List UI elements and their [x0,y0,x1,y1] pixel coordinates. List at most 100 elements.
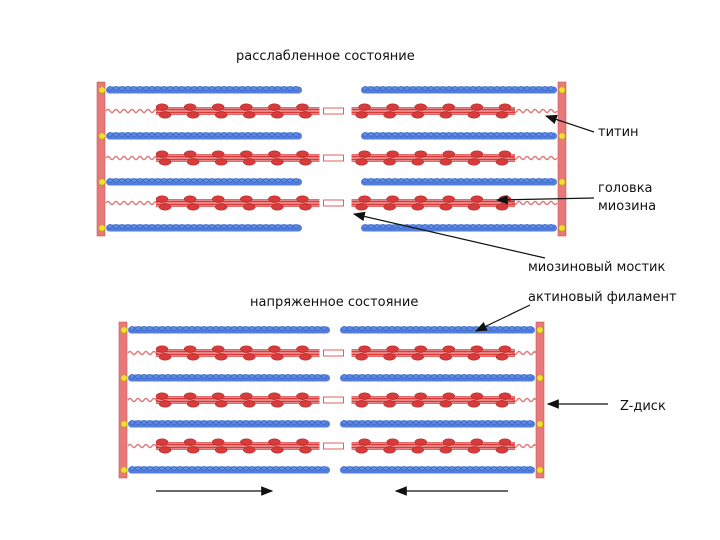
myosin-head [383,353,396,361]
actin-bead [165,466,171,471]
titin-filament [127,397,159,403]
myosin-head [158,400,172,408]
actin-bead [119,132,125,137]
actin-bead [249,374,255,379]
actin-bead [413,374,419,379]
actin-bead [407,326,413,331]
actin-bead [129,374,135,379]
actin-bead [395,420,401,425]
actin-bead [473,466,479,471]
actin-bead [183,326,189,331]
actin-bead [203,132,209,137]
actin-bead [416,178,422,183]
actin-bead [213,420,219,425]
actin-bead [155,178,161,183]
myosin-head [186,158,200,166]
actin-bead [119,86,125,91]
actin-bead [458,86,464,91]
myosin-head [467,158,481,166]
myosin-head [158,353,172,361]
actin-bead [273,466,279,471]
actin-bead [419,326,425,331]
myosin-head [358,392,371,400]
actin-bead [251,224,257,229]
actin-bead [494,224,500,229]
actin-bead [506,178,512,183]
actin-bead [392,86,398,91]
actin-bead [153,466,159,471]
actin-bead [153,326,159,331]
myosin-head [498,150,512,158]
myosin-head [243,400,256,408]
actin-bead [512,132,518,137]
actin-bead [500,132,506,137]
actin-bead [215,86,221,91]
actin-bead [237,374,243,379]
myosin-head [495,446,509,454]
actin-bead [143,178,149,183]
actin-bead [353,326,359,331]
actin-bead [371,420,377,425]
actin-bead [263,86,269,91]
actin-bead [279,374,285,379]
actin-bead [455,374,461,379]
myosin-head [214,111,228,119]
actin-bead [275,178,281,183]
actin-bead [506,224,512,229]
actin-bead [197,132,203,137]
actin-bead [141,326,147,331]
actin-bead [165,374,171,379]
myosin-head [467,446,481,454]
actin-bead [281,224,287,229]
actin-bead [455,466,461,471]
actin-bead [461,326,467,331]
actin-bead [434,132,440,137]
actin-bead [249,326,255,331]
actin-anchor [558,178,566,186]
actin-bead [509,466,515,471]
myosin-head [268,150,281,158]
actin-bead [135,420,141,425]
actin-bead [149,132,155,137]
myosin-head [211,438,225,446]
actin-bead [189,466,195,471]
actin-bead [159,374,165,379]
actin-bead [249,466,255,471]
actin-bead [291,374,297,379]
actin-bead [201,326,207,331]
actin-bead [470,132,476,137]
actin-bead [404,178,410,183]
actin-bead [515,420,521,425]
actin-bead [494,178,500,183]
actin-bead [464,224,470,229]
myosin-head [355,203,368,211]
actin-bead [303,326,309,331]
myosin-head [386,345,399,353]
actin-bead [203,178,209,183]
actin-bead [221,178,227,183]
actin-bead [449,374,455,379]
actin-bead [365,466,371,471]
myosin-head [243,158,256,166]
actin-bead [291,326,297,331]
actin-bead [377,420,383,425]
actin-bead [359,466,365,471]
actin-bead [185,86,191,91]
myosin-bridge-label: миозиновый мостик [528,260,665,275]
myosin-head [355,353,368,361]
actin-bead [353,420,359,425]
actin-bead [503,374,509,379]
actin-bead [179,224,185,229]
actin-bead [497,374,503,379]
actin-bead [191,86,197,91]
myosin-head [355,158,368,166]
actin-anchor [98,86,106,94]
actin-bead [203,224,209,229]
actin-bead [518,86,524,91]
actin-bead [243,326,249,331]
z-disc-right [535,321,545,479]
actin-bead [143,224,149,229]
myosin-head [358,195,371,203]
myosin-head [498,195,512,203]
myosin-head [268,392,281,400]
